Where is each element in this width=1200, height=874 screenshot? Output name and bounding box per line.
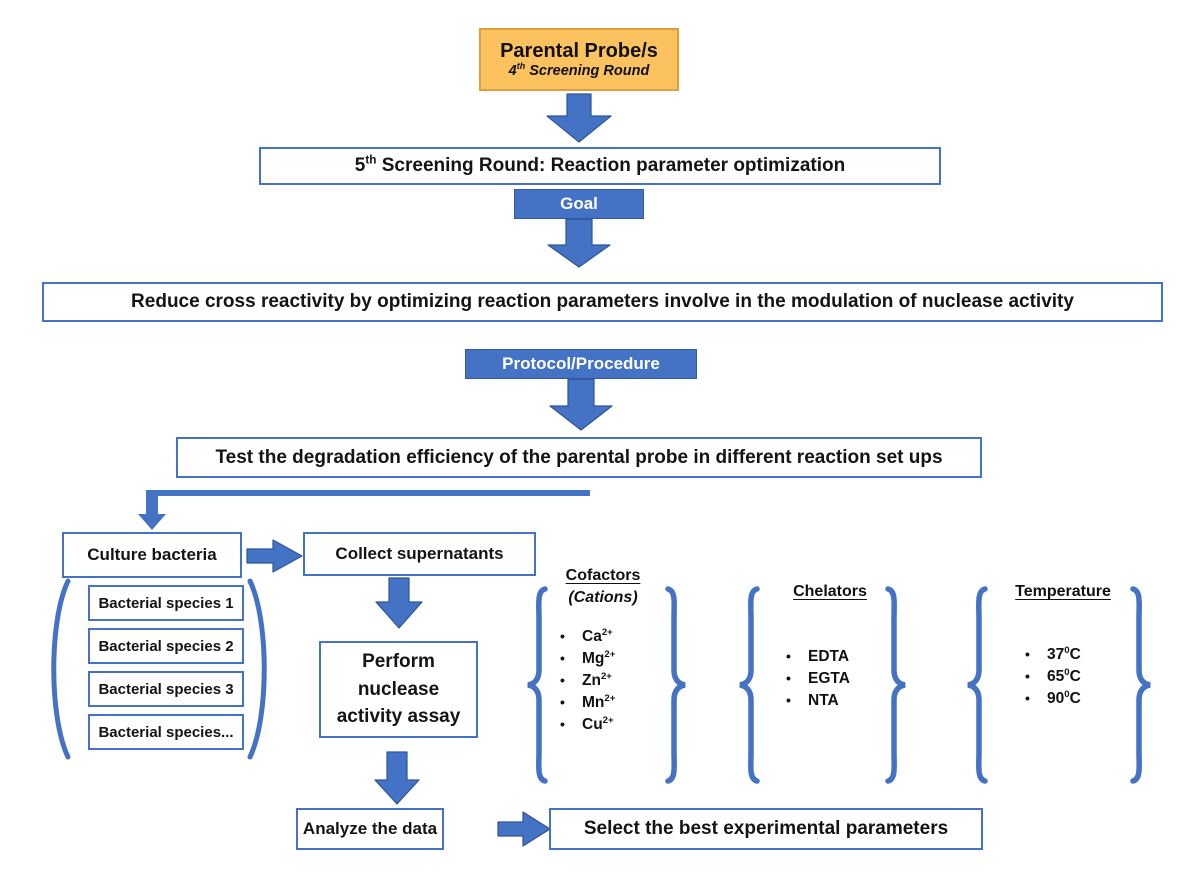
list-item: •Ca2+ [560, 626, 613, 645]
parental-probe-box: Parental Probe/s 4th Screening Round [479, 28, 679, 91]
right-brace-icon [1130, 586, 1151, 784]
goal-description-text: Reduce cross reactivity by optimizing re… [131, 291, 1074, 312]
collect-supernatants-text: Collect supernatants [335, 544, 504, 563]
select-parameters-text: Select the best experimental parameters [583, 818, 949, 839]
screening-round-5-box: 5th Screening Round: Reaction parameter … [259, 147, 941, 185]
select-parameters-box: Select the best experimental parameters [549, 808, 983, 850]
protocol-label-text: Protocol/Procedure [502, 354, 660, 373]
right-paren-icon [247, 578, 267, 760]
list-item: •Mn2+ [560, 692, 616, 711]
temperature-list: •370C •650C •900C [1025, 646, 1081, 712]
chelators-heading: Chelators [793, 583, 867, 600]
culture-bacteria-box: Culture bacteria [62, 532, 242, 578]
perform-assay-text: Perform nuclease activity assay [336, 651, 461, 728]
collect-supernatants-box: Collect supernatants [303, 532, 536, 576]
down-arrow-icon [549, 378, 613, 431]
list-item: •900C [1025, 688, 1081, 707]
analyze-data-text: Analyze the data [302, 819, 438, 838]
left-paren-icon [51, 578, 71, 760]
down-arrow-icon [547, 218, 611, 268]
list-item: •370C [1025, 644, 1081, 663]
cofactors-heading: Cofactors [565, 567, 641, 584]
down-arrow-icon [375, 577, 423, 629]
screening-round-5-label: 5th Screening Round: Reaction parameter … [354, 153, 846, 176]
temperature-heading: Temperature [1015, 583, 1111, 600]
left-brace-icon [739, 586, 760, 784]
protocol-description-text: Test the degradation efficiency of the p… [215, 446, 943, 468]
right-brace-icon [885, 586, 906, 784]
elbow-connector-arrow [138, 490, 590, 530]
list-item: •Zn2+ [560, 670, 612, 689]
right-arrow-icon [246, 539, 303, 573]
bacterial-species-2-box: Bacterial species 2 [88, 628, 244, 664]
parental-probe-title: Parental Probe/s [500, 40, 658, 62]
right-brace-icon [665, 586, 686, 784]
list-item: •Mg2+ [560, 648, 616, 667]
bacterial-species-1-box: Bacterial species 1 [88, 585, 244, 621]
protocol-description-box: Test the degradation efficiency of the p… [176, 437, 982, 478]
list-item: •NTA [786, 692, 839, 709]
goal-label: Goal [514, 189, 644, 219]
list-item: •650C [1025, 666, 1081, 685]
goal-label-text: Goal [560, 194, 598, 213]
bacterial-species-etc-box: Bacterial species... [88, 714, 244, 750]
list-item: •Cu2+ [560, 714, 614, 733]
bacterial-species-3-box: Bacterial species 3 [88, 671, 244, 707]
protocol-label: Protocol/Procedure [465, 349, 697, 379]
chelators-list: •EDTA •EGTA •NTA [786, 648, 850, 714]
perform-assay-box: Perform nuclease activity assay [319, 641, 478, 738]
goal-description-box: Reduce cross reactivity by optimizing re… [42, 282, 1163, 322]
cofactors-subheading: (Cations) [568, 589, 638, 606]
down-arrow-icon [374, 751, 420, 805]
list-item: •EGTA [786, 670, 850, 687]
culture-bacteria-text: Culture bacteria [87, 545, 217, 564]
fourth-round-subtitle: 4th Screening Round [508, 61, 650, 79]
list-item: •EDTA [786, 648, 850, 665]
cofactors-list: •Ca2+ •Mg2+ •Zn2+ •Mn2+ •Cu2+ [560, 628, 615, 738]
analyze-data-box: Analyze the data [296, 808, 444, 850]
left-brace-icon [527, 586, 548, 784]
right-arrow-icon [497, 811, 551, 847]
down-arrow-icon [546, 93, 612, 143]
left-brace-icon [967, 586, 988, 784]
